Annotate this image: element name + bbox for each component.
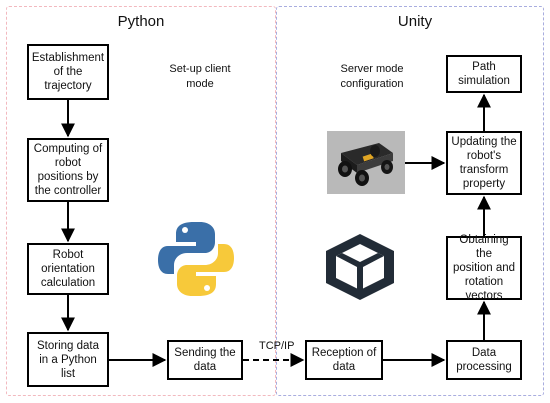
unity-logo-icon bbox=[326, 234, 394, 300]
establishment-label: Establishment of the trajectory bbox=[31, 52, 105, 92]
orientation-label: Robot orientation calculation bbox=[40, 249, 96, 289]
establishment-node: Establishment of the trajectory bbox=[27, 44, 109, 100]
client-mode-note: Set-up client mode bbox=[169, 63, 231, 90]
obtaining-node: Obtaining the position and rotation vect… bbox=[446, 234, 522, 302]
server-mode-note: Server mode configuration bbox=[340, 63, 404, 90]
reception-label: Reception of data bbox=[311, 347, 377, 373]
obtaining-label: Obtaining the position and rotation vect… bbox=[452, 234, 516, 302]
storing-label: Storing data in a Python list bbox=[36, 339, 99, 380]
tcp-ip-label: TCP/IP bbox=[259, 340, 295, 352]
path-node: Path simulation bbox=[446, 55, 522, 93]
python-panel bbox=[6, 6, 276, 396]
processing-label: Data processing bbox=[456, 347, 512, 373]
sending-label: Sending the data bbox=[174, 347, 236, 373]
reception-node: Reception of data bbox=[305, 340, 383, 380]
path-label: Path simulation bbox=[458, 61, 510, 87]
robot-vehicle-render bbox=[327, 131, 405, 194]
python-logo-icon bbox=[158, 222, 234, 296]
orientation-node: Robot orientation calculation bbox=[27, 243, 109, 295]
processing-node: Data processing bbox=[446, 340, 522, 380]
sending-node: Sending the data bbox=[167, 340, 243, 380]
updating-label: Updating the robot's transform property bbox=[451, 136, 517, 190]
python-panel-title: Python bbox=[117, 13, 165, 30]
storing-node: Storing data in a Python list bbox=[27, 332, 109, 387]
unity-panel bbox=[276, 6, 544, 396]
computing-node: Computing of robot positions by the cont… bbox=[27, 138, 109, 202]
computing-label: Computing of robot positions by the cont… bbox=[33, 143, 103, 197]
unity-panel-title: Unity bbox=[397, 13, 433, 30]
updating-node: Updating the robot's transform property bbox=[446, 131, 522, 195]
